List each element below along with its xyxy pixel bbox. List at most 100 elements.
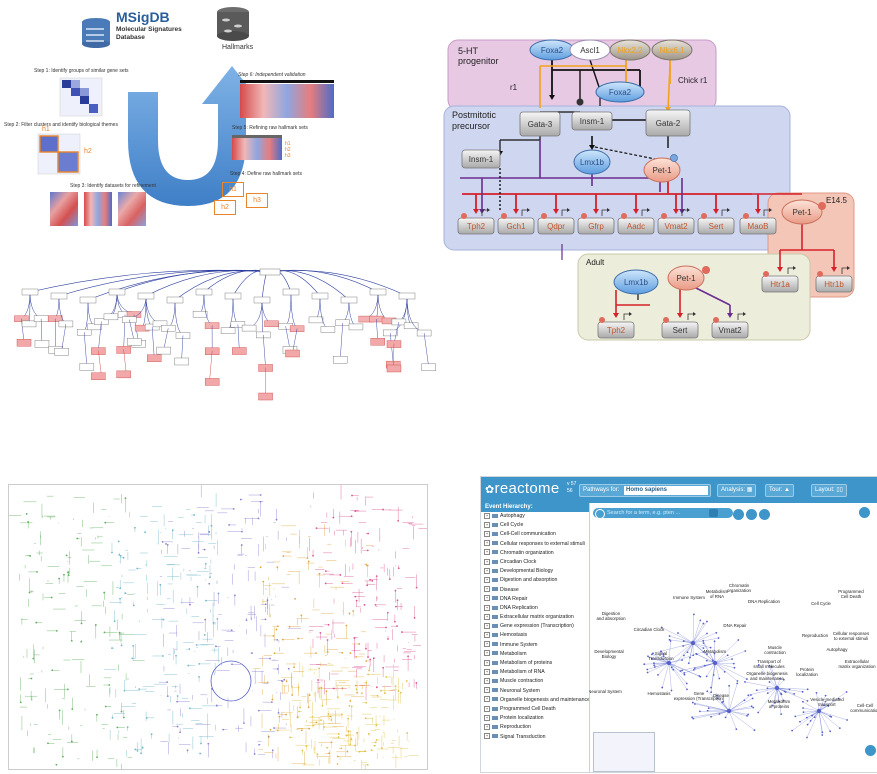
map-node[interactable] bbox=[643, 663, 645, 665]
map-node[interactable] bbox=[789, 689, 791, 691]
reactome-logo[interactable]: ✿reactome bbox=[485, 480, 559, 497]
event-item[interactable]: +Signal Transduction bbox=[481, 733, 589, 742]
map-node[interactable] bbox=[791, 730, 793, 732]
expand-icon[interactable]: + bbox=[484, 650, 490, 656]
map-node[interactable] bbox=[746, 715, 748, 717]
event-item[interactable]: +Programmed Cell Death bbox=[481, 705, 589, 714]
map-node[interactable] bbox=[756, 689, 758, 691]
map-hub[interactable] bbox=[727, 709, 731, 713]
map-node[interactable] bbox=[799, 721, 801, 723]
map-node[interactable] bbox=[653, 664, 655, 666]
map-label[interactable]: Metabolism bbox=[704, 649, 727, 654]
map-node[interactable] bbox=[671, 690, 673, 692]
map-node[interactable] bbox=[693, 614, 695, 616]
search-go-button[interactable] bbox=[709, 509, 718, 517]
map-node[interactable] bbox=[706, 621, 708, 623]
event-item[interactable]: +Extracellular matrix organization bbox=[481, 613, 589, 622]
map-node[interactable] bbox=[707, 710, 709, 712]
map-node[interactable] bbox=[793, 693, 795, 695]
map-node[interactable] bbox=[647, 672, 649, 674]
map-node[interactable] bbox=[718, 637, 720, 639]
event-item[interactable]: +Cell-Cell communication bbox=[481, 530, 589, 539]
map-node[interactable] bbox=[728, 685, 730, 687]
map-node[interactable] bbox=[747, 694, 749, 696]
map-label[interactable]: DNA Replication bbox=[748, 599, 781, 604]
map-node[interactable] bbox=[744, 650, 746, 652]
download-icon[interactable] bbox=[859, 507, 870, 518]
expand-icon[interactable]: + bbox=[484, 733, 490, 739]
map-node[interactable] bbox=[706, 660, 708, 662]
map-node[interactable] bbox=[821, 731, 823, 733]
map-node[interactable] bbox=[718, 678, 720, 680]
map-node[interactable] bbox=[727, 654, 729, 656]
event-item[interactable]: +Protein localization bbox=[481, 714, 589, 723]
overview-thumbnail[interactable] bbox=[593, 732, 655, 772]
map-node[interactable] bbox=[688, 662, 690, 664]
map-node[interactable] bbox=[710, 691, 712, 693]
map-label[interactable]: Neuronal System bbox=[589, 689, 622, 694]
map-node[interactable] bbox=[737, 639, 739, 641]
fireworks-icon[interactable] bbox=[865, 745, 876, 756]
expand-icon[interactable]: + bbox=[484, 522, 490, 528]
expand-icon[interactable]: + bbox=[484, 549, 490, 555]
map-node[interactable] bbox=[752, 698, 754, 700]
event-item[interactable]: +Organelle biogenesis and maintenance bbox=[481, 696, 589, 705]
map-label[interactable]: Disease bbox=[713, 693, 729, 698]
map-node[interactable] bbox=[691, 716, 693, 718]
map-node[interactable] bbox=[757, 712, 759, 714]
map-node[interactable] bbox=[719, 713, 721, 715]
map-label[interactable]: Circadian Clock bbox=[634, 627, 666, 632]
map-node[interactable] bbox=[806, 737, 808, 739]
event-item[interactable]: +Cellular responses to external stimuli bbox=[481, 540, 589, 549]
map-node[interactable] bbox=[646, 669, 648, 671]
map-label[interactable]: DNA Repair bbox=[723, 623, 747, 628]
map-node[interactable] bbox=[692, 702, 694, 704]
map-node[interactable] bbox=[806, 717, 808, 719]
map-node[interactable] bbox=[807, 688, 809, 690]
expand-icon[interactable]: + bbox=[484, 595, 490, 601]
map-node[interactable] bbox=[821, 734, 823, 736]
map-node[interactable] bbox=[669, 635, 671, 637]
map-label[interactable]: Reproduction bbox=[802, 633, 829, 638]
map-node[interactable] bbox=[839, 727, 841, 729]
event-item[interactable]: +Gene expression (Transcription) bbox=[481, 622, 589, 631]
map-label[interactable]: Hemostasis bbox=[648, 691, 672, 696]
expand-icon[interactable]: + bbox=[484, 678, 490, 684]
map-node[interactable] bbox=[686, 683, 688, 685]
event-item[interactable]: +Digestion and absorption bbox=[481, 576, 589, 585]
map-node[interactable] bbox=[714, 640, 716, 642]
map-node[interactable] bbox=[695, 653, 697, 655]
expand-icon[interactable]: + bbox=[484, 641, 490, 647]
map-node[interactable] bbox=[734, 667, 736, 669]
event-item[interactable]: +Disease bbox=[481, 586, 589, 595]
map-node[interactable] bbox=[746, 678, 748, 680]
expand-icon[interactable]: + bbox=[484, 531, 490, 537]
map-node[interactable] bbox=[807, 724, 809, 726]
expand-icon[interactable]: + bbox=[484, 605, 490, 611]
map-node[interactable] bbox=[802, 707, 804, 709]
map-node[interactable] bbox=[683, 640, 685, 642]
species-selector[interactable]: Pathways for: Homo sapiens bbox=[579, 484, 711, 497]
map-node[interactable] bbox=[722, 701, 724, 703]
event-item[interactable]: +Muscle contraction bbox=[481, 677, 589, 686]
expand-icon[interactable]: + bbox=[484, 540, 490, 546]
event-item[interactable]: +Metabolism bbox=[481, 650, 589, 659]
map-node[interactable] bbox=[653, 662, 655, 664]
species-dropdown[interactable]: Homo sapiens bbox=[624, 486, 708, 495]
search-icon[interactable] bbox=[595, 509, 605, 519]
map-node[interactable] bbox=[769, 681, 771, 683]
map-node[interactable] bbox=[710, 716, 712, 718]
event-item[interactable]: +Metabolism of proteins bbox=[481, 659, 589, 668]
expand-icon[interactable]: + bbox=[484, 614, 490, 620]
map-label[interactable]: Autophagy bbox=[827, 647, 849, 652]
event-item[interactable]: +Reproduction bbox=[481, 723, 589, 732]
map-node[interactable] bbox=[652, 652, 654, 654]
map-node[interactable] bbox=[829, 730, 831, 732]
map-node[interactable] bbox=[699, 676, 701, 678]
